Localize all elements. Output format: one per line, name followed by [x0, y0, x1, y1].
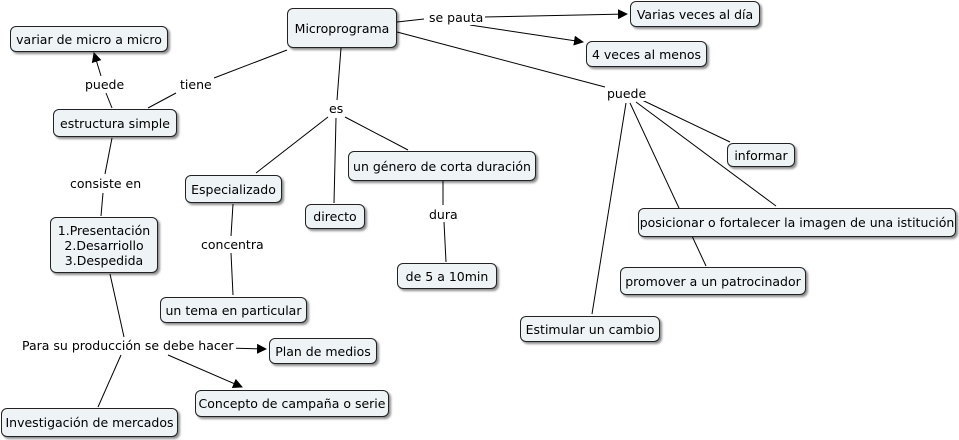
node-promover[interactable]: promover a un patrocinador — [620, 267, 806, 295]
node-genero[interactable]: un género de corta duración — [348, 151, 536, 181]
link-label-concentra: concentra — [199, 237, 266, 252]
node-variar[interactable]: variar de micro a micro — [10, 26, 168, 52]
node-investigacion-label: Investigación de mercados — [5, 415, 174, 430]
node-especializado-label: Especializado — [191, 181, 276, 197]
node-varias-veces[interactable]: Varias veces al día — [630, 1, 760, 27]
node-promover-label: promover a un patrocinador — [625, 273, 801, 289]
link-label-puede-der: puede — [605, 86, 649, 101]
line-microprograma-es — [336, 47, 342, 101]
link-label-es: es — [327, 101, 346, 116]
node-partes-line-1: 1.Presentación — [57, 222, 151, 238]
line-estructura-consiste — [104, 137, 113, 175]
node-genero-label: un género de corta duración — [353, 158, 531, 174]
line-dura-duracion — [443, 221, 447, 263]
node-microprograma[interactable]: Microprograma — [287, 8, 397, 48]
line-tiene-estructura — [147, 92, 177, 109]
line-microprograma-sepauta — [396, 18, 425, 23]
node-microprograma-label: Microprograma — [294, 20, 390, 36]
node-tema-label: un tema en particular — [165, 302, 302, 318]
line-puede-posicionar — [635, 101, 777, 207]
node-concepto[interactable]: Concepto de campaña o serie — [195, 390, 389, 417]
node-plan-medios[interactable]: Plan de medios — [269, 338, 377, 364]
line-microprograma-tiene — [213, 49, 288, 79]
node-cuatro-veces[interactable]: 4 veces al menos — [586, 41, 707, 67]
link-label-dura: dura — [427, 207, 460, 222]
node-estimular[interactable]: Estimular un cambio — [520, 316, 660, 342]
line-consiste-partes — [100, 192, 104, 217]
line-partes-produccion — [109, 273, 125, 338]
line-especializado-concentra — [230, 203, 234, 237]
line-sepauta-cuatro — [469, 24, 584, 46]
line-puede-informar — [641, 99, 731, 143]
line-sepauta-varias — [483, 9, 628, 20]
node-estructura-label: estructura simple — [60, 115, 170, 131]
node-partes[interactable]: 1.Presentación 2.Desarriollo 3.Despedida — [50, 217, 158, 273]
node-informar[interactable]: informar — [727, 143, 795, 167]
link-label-consiste-en: consiste en — [68, 176, 144, 191]
node-plan-medios-label: Plan de medios — [275, 343, 371, 359]
link-label-tiene: tiene — [178, 77, 214, 92]
line-puede-estimular — [591, 102, 627, 315]
node-investigacion[interactable]: Investigación de mercados — [1, 408, 178, 437]
link-label-puede-izq: puede — [83, 77, 127, 92]
line-puede-promover — [629, 102, 707, 267]
node-concepto-label: Concepto de campaña o serie — [198, 396, 386, 411]
line-produccion-concepto — [167, 354, 243, 389]
node-cuatro-veces-label: 4 veces al menos — [591, 46, 702, 62]
line-es-especializado — [255, 116, 329, 174]
node-duracion[interactable]: de 5 a 10min — [397, 263, 497, 289]
node-posicionar[interactable]: posicionar o fortalecer la imagen de una… — [638, 208, 956, 237]
node-especializado[interactable]: Especializado — [185, 175, 282, 203]
line-estructura-puede — [105, 92, 113, 109]
line-es-genero — [344, 116, 409, 151]
node-variar-label: variar de micro a micro — [16, 31, 162, 47]
node-directo[interactable]: directo — [305, 204, 365, 229]
link-label-produccion: Para su producción se debe hacer — [20, 338, 236, 353]
node-estimular-label: Estimular un cambio — [525, 321, 655, 337]
line-es-directo — [333, 117, 337, 204]
node-directo-label: directo — [313, 209, 357, 224]
node-duracion-label: de 5 a 10min — [405, 268, 489, 284]
node-partes-line-2: 2.Desarriollo — [64, 237, 144, 253]
node-tema[interactable]: un tema en particular — [160, 297, 307, 323]
line-puede-variar — [91, 52, 102, 77]
link-label-se-pauta: se pauta — [427, 10, 486, 25]
line-concentra-tema — [230, 252, 234, 296]
node-varias-veces-label: Varias veces al día — [636, 6, 754, 22]
node-posicionar-label: posicionar o fortalecer la imagen de una… — [639, 215, 955, 230]
node-informar-label: informar — [734, 147, 788, 163]
node-partes-line-3: 3.Despedida — [64, 252, 144, 268]
line-produccion-investigacion — [97, 354, 122, 408]
line-microprograma-puede — [396, 31, 606, 88]
node-estructura[interactable]: estructura simple — [53, 109, 177, 137]
